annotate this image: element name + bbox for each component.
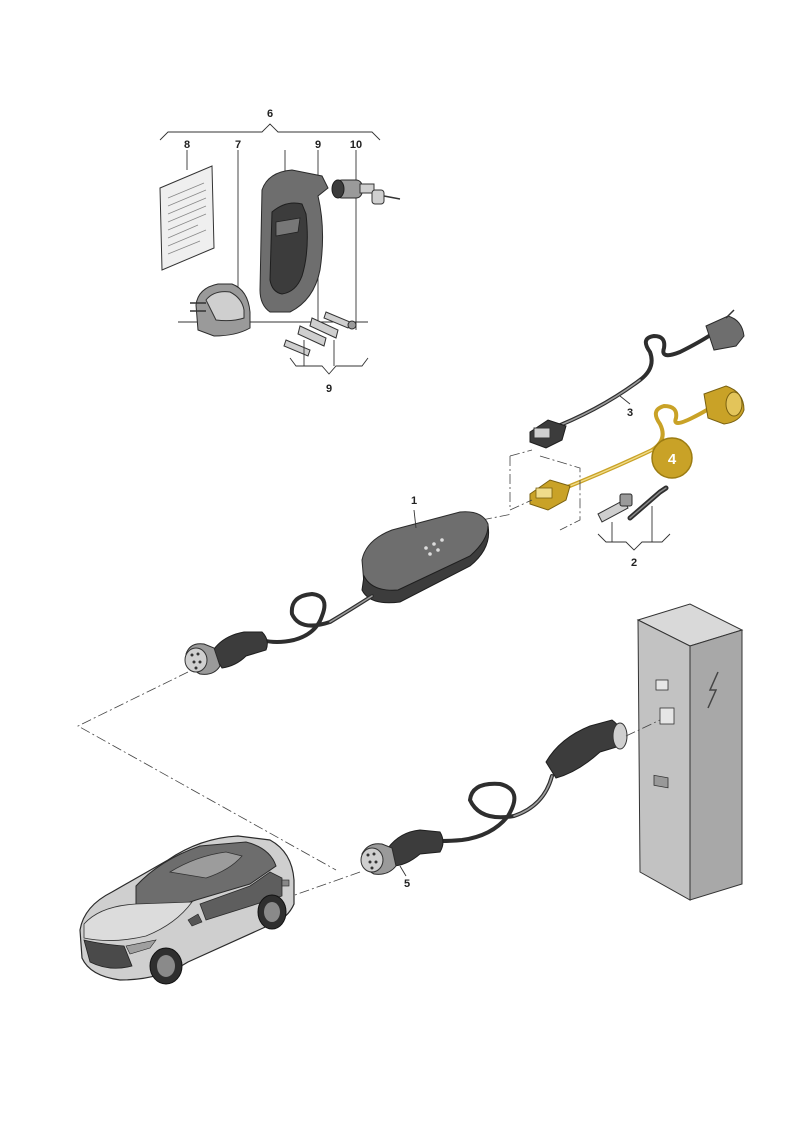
label-9-bottom: 9 (326, 383, 332, 395)
dash-cable4-link (509, 456, 533, 511)
lightning-bolt-icon (707, 671, 719, 709)
dash-unit-to-car (77, 671, 337, 871)
label-1: 1 (411, 495, 417, 507)
bracket-2 (597, 533, 671, 551)
label-6: 6 (267, 108, 273, 120)
label-10: 10 (350, 139, 362, 151)
label-8: 8 (184, 139, 190, 151)
mobile-charging-unit: 1 (361, 495, 490, 604)
electric-vehicle (79, 835, 295, 985)
adapter-plug (190, 283, 251, 337)
charging-station (636, 603, 744, 901)
highlight-badge (651, 437, 693, 479)
screw-and-hex-key: 2 (597, 485, 671, 569)
label-4: 4 (668, 451, 677, 468)
industrial-cable-4-highlighted: 4 (529, 385, 745, 511)
label-3: 3 (627, 407, 633, 419)
bracket-6 (159, 123, 381, 141)
dash-cable-to-car (291, 871, 361, 897)
dash-unit-link (481, 513, 513, 521)
label-5: 5 (404, 878, 410, 890)
label-7: 7 (235, 139, 241, 151)
leader-5 (399, 865, 407, 877)
unit-vehicle-cable (184, 591, 374, 675)
leader-1 (413, 509, 417, 529)
dash-right-link (539, 455, 581, 531)
label-2: 2 (631, 557, 637, 569)
bracket-9 (289, 357, 369, 375)
label-9-top: 9 (315, 139, 321, 151)
wall-mount-assembly: 6 8 7 9 10 9 (159, 108, 401, 395)
domestic-cable-3: 3 (529, 309, 745, 449)
wall-holder (259, 169, 329, 313)
dash-cable3-link (509, 449, 533, 457)
manual-document (159, 165, 215, 271)
lock-with-key (331, 179, 401, 205)
leader-3 (619, 395, 631, 405)
charging-cable-5: 5 (360, 719, 661, 890)
dash-to-station (625, 719, 661, 737)
screws-and-plugs (283, 311, 357, 357)
